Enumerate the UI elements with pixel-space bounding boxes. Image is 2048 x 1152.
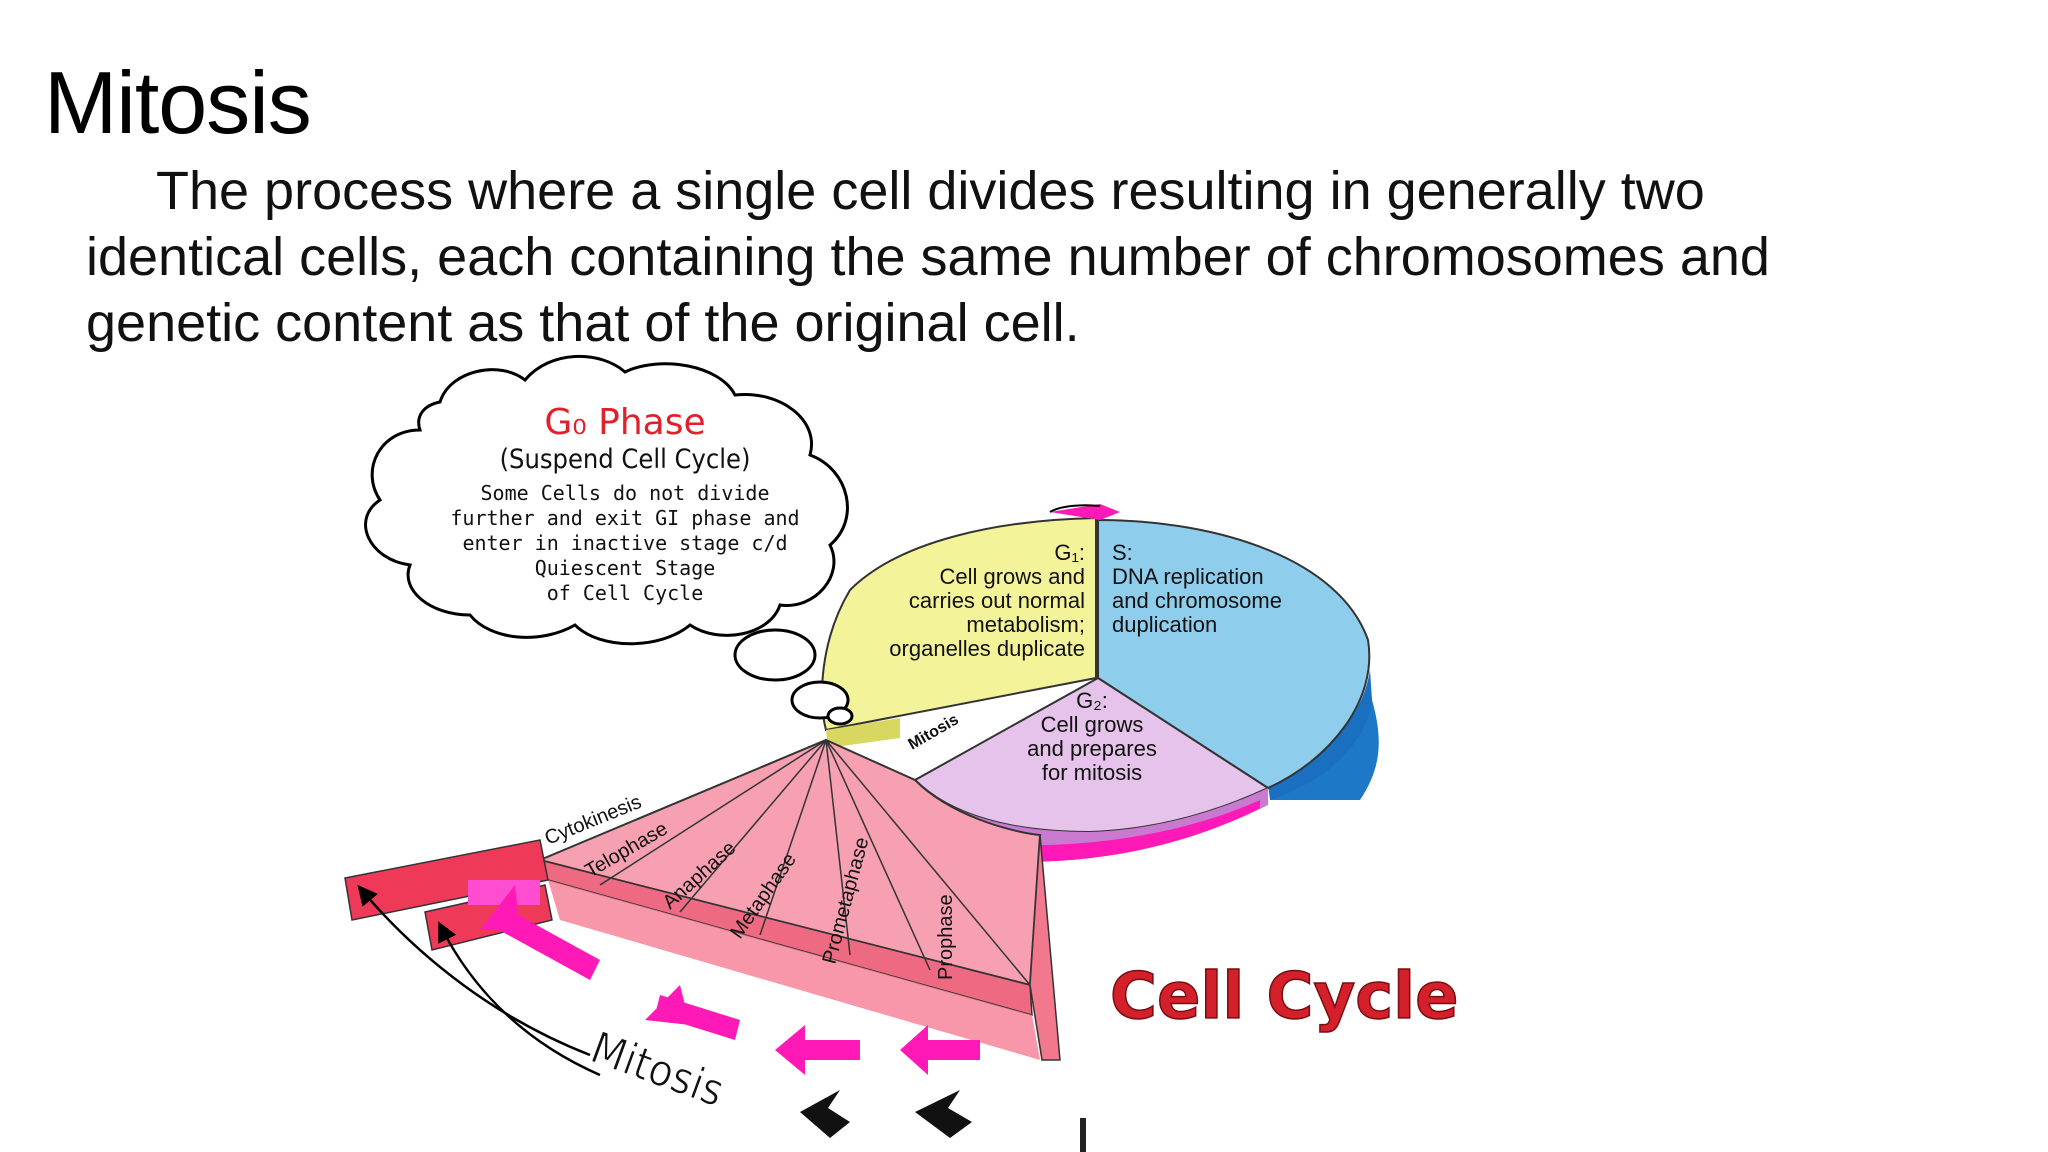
cloud-line-3: enter in inactive stage c/d: [462, 531, 787, 555]
black-curve-1: [357, 884, 591, 1057]
g2-line-3: for mitosis: [1042, 760, 1142, 785]
g2-line-2: and prepares: [1027, 736, 1157, 761]
fan-lower-band: [548, 880, 1040, 1060]
pie-side-s: [1270, 686, 1379, 800]
top-arrow-line: [1049, 504, 1101, 513]
black-curve-2: [438, 921, 601, 1077]
thought-bubble-1: [733, 628, 817, 682]
slide-body: The process where a single cell divides …: [86, 158, 1986, 356]
body-line-3: genetic content as that of the original …: [86, 293, 1080, 353]
body-line-1: The process where a single cell divides …: [156, 161, 1705, 221]
g2-line-1: Cell grows: [1041, 712, 1144, 737]
chevron-left-icon-1: [800, 1090, 850, 1138]
cloud-title: G₀ Phase: [544, 402, 705, 443]
cloud-line-1: Some Cells do not divide: [481, 481, 770, 505]
slide-title: Mitosis: [44, 53, 312, 152]
phase-label-prophase: Prophase: [935, 894, 957, 980]
cloud-line-2: further and exit GI phase and: [450, 506, 799, 530]
top-progress-arrow: [1050, 504, 1120, 520]
pie-side-blue: [1268, 670, 1372, 800]
cloud-line-5: of Cell Cycle: [547, 581, 704, 605]
chevron-left-icon-2: [915, 1090, 972, 1138]
bottom-mark: [1080, 1118, 1086, 1152]
bottom-progress-arrow: [975, 800, 1260, 862]
g1-side: [826, 718, 900, 748]
cell-cycle-label: Cell Cycle: [1110, 960, 1459, 1034]
magenta-arrow-1: [468, 880, 540, 905]
cloud-subtitle: (Suspend Cell Cycle): [500, 444, 751, 475]
s-line-1: DNA replication: [1112, 564, 1264, 589]
bottom-mitosis-label: Mitosis: [584, 1022, 730, 1117]
mitosis-fan-end: [1029, 834, 1061, 1061]
g1-line-3: metabolism;: [966, 612, 1085, 637]
thought-bubble-3: [826, 706, 854, 726]
magenta-arrow-3: [645, 985, 740, 1040]
g1-label: G₁:: [1054, 540, 1085, 565]
g1-line-1: Cell grows and: [939, 564, 1085, 589]
g1-line-4: organelles duplicate: [889, 636, 1085, 661]
thought-cloud: [364, 355, 849, 646]
g2-label: G₂:: [1076, 688, 1108, 713]
cloud-line-4: Quiescent Stage: [535, 556, 716, 580]
magenta-arrow-2: [480, 885, 600, 980]
magenta-arrow-4: [775, 1025, 860, 1075]
s-label: S:: [1112, 540, 1133, 565]
g1-line-2: carries out normal: [909, 588, 1085, 613]
body-line-2: identical cells, each containing the sam…: [86, 227, 1770, 287]
s-line-2: and chromosome: [1112, 588, 1282, 613]
s-line-3: duplication: [1112, 612, 1217, 637]
magenta-arrow-5: [900, 1025, 980, 1075]
mitosis-wedge-label: Mitosis: [906, 711, 962, 753]
